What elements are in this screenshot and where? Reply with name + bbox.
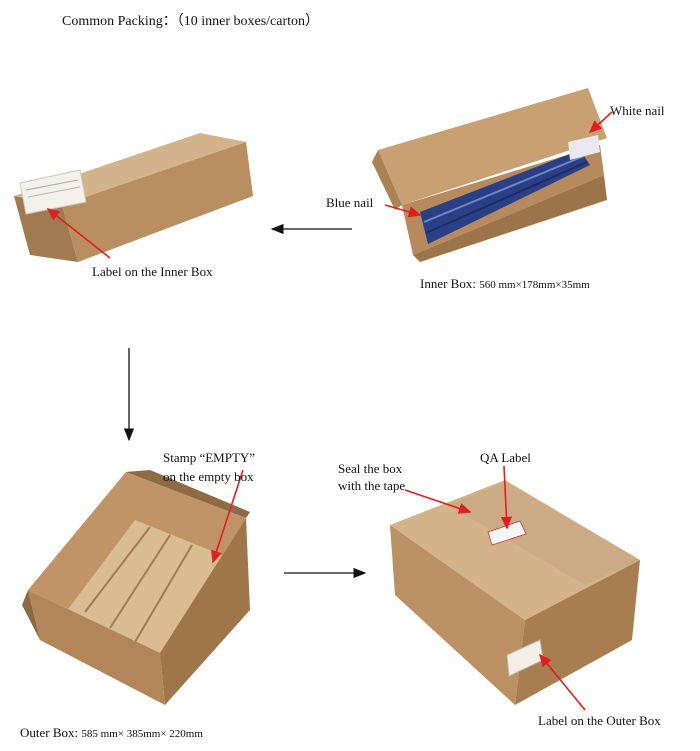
inner-box-dims-value: 560 mm×178mm×35mm (479, 279, 590, 291)
outer-label-pointer (538, 653, 586, 711)
seal-tape-line2: with the tape (338, 478, 406, 493)
qa-label-caption: QA Label (480, 450, 531, 465)
empty-outer-box-photo (22, 470, 250, 705)
outer-box-label-caption: Label on the Outer Box (538, 713, 661, 728)
sealed-outer-box-photo (390, 480, 640, 705)
outer-box-dims-prefix: Outer Box: (20, 725, 79, 740)
page-title: Common Packing：（10 inner boxes/carton） (62, 14, 320, 29)
outer-box-dimensions: Outer Box: 585 mm× 385mm× 220mm (20, 725, 203, 742)
blue-nail-pointer (384, 204, 422, 218)
inner-label-pointer (46, 208, 111, 259)
stamp-pointer (211, 469, 244, 564)
outer-box-dims-value: 585 mm× 385mm× 220mm (81, 728, 203, 740)
qa-label-pointer (500, 465, 513, 530)
inner-box-dims-prefix: Inner Box: (420, 276, 476, 291)
blue-nail-label: Blue nail (326, 195, 374, 210)
inner-box-label-caption: Label on the Inner Box (92, 264, 213, 279)
seal-tape-line1: Seal the box (338, 461, 403, 476)
stamp-empty-line1: Stamp “EMPTY” (163, 450, 256, 465)
white-nail-label: White nail (610, 103, 665, 118)
stamp-empty-line2: on the empty box (163, 469, 254, 484)
inner-box-dimensions: Inner Box: 560 mm×178mm×35mm (420, 276, 590, 293)
open-inner-box-photo (372, 88, 607, 262)
seal-pointer (404, 489, 472, 514)
white-nail-pointer (588, 111, 613, 134)
blue-rolls (420, 150, 590, 244)
packing-tape (448, 482, 640, 585)
closed-inner-box-photo (14, 133, 253, 262)
